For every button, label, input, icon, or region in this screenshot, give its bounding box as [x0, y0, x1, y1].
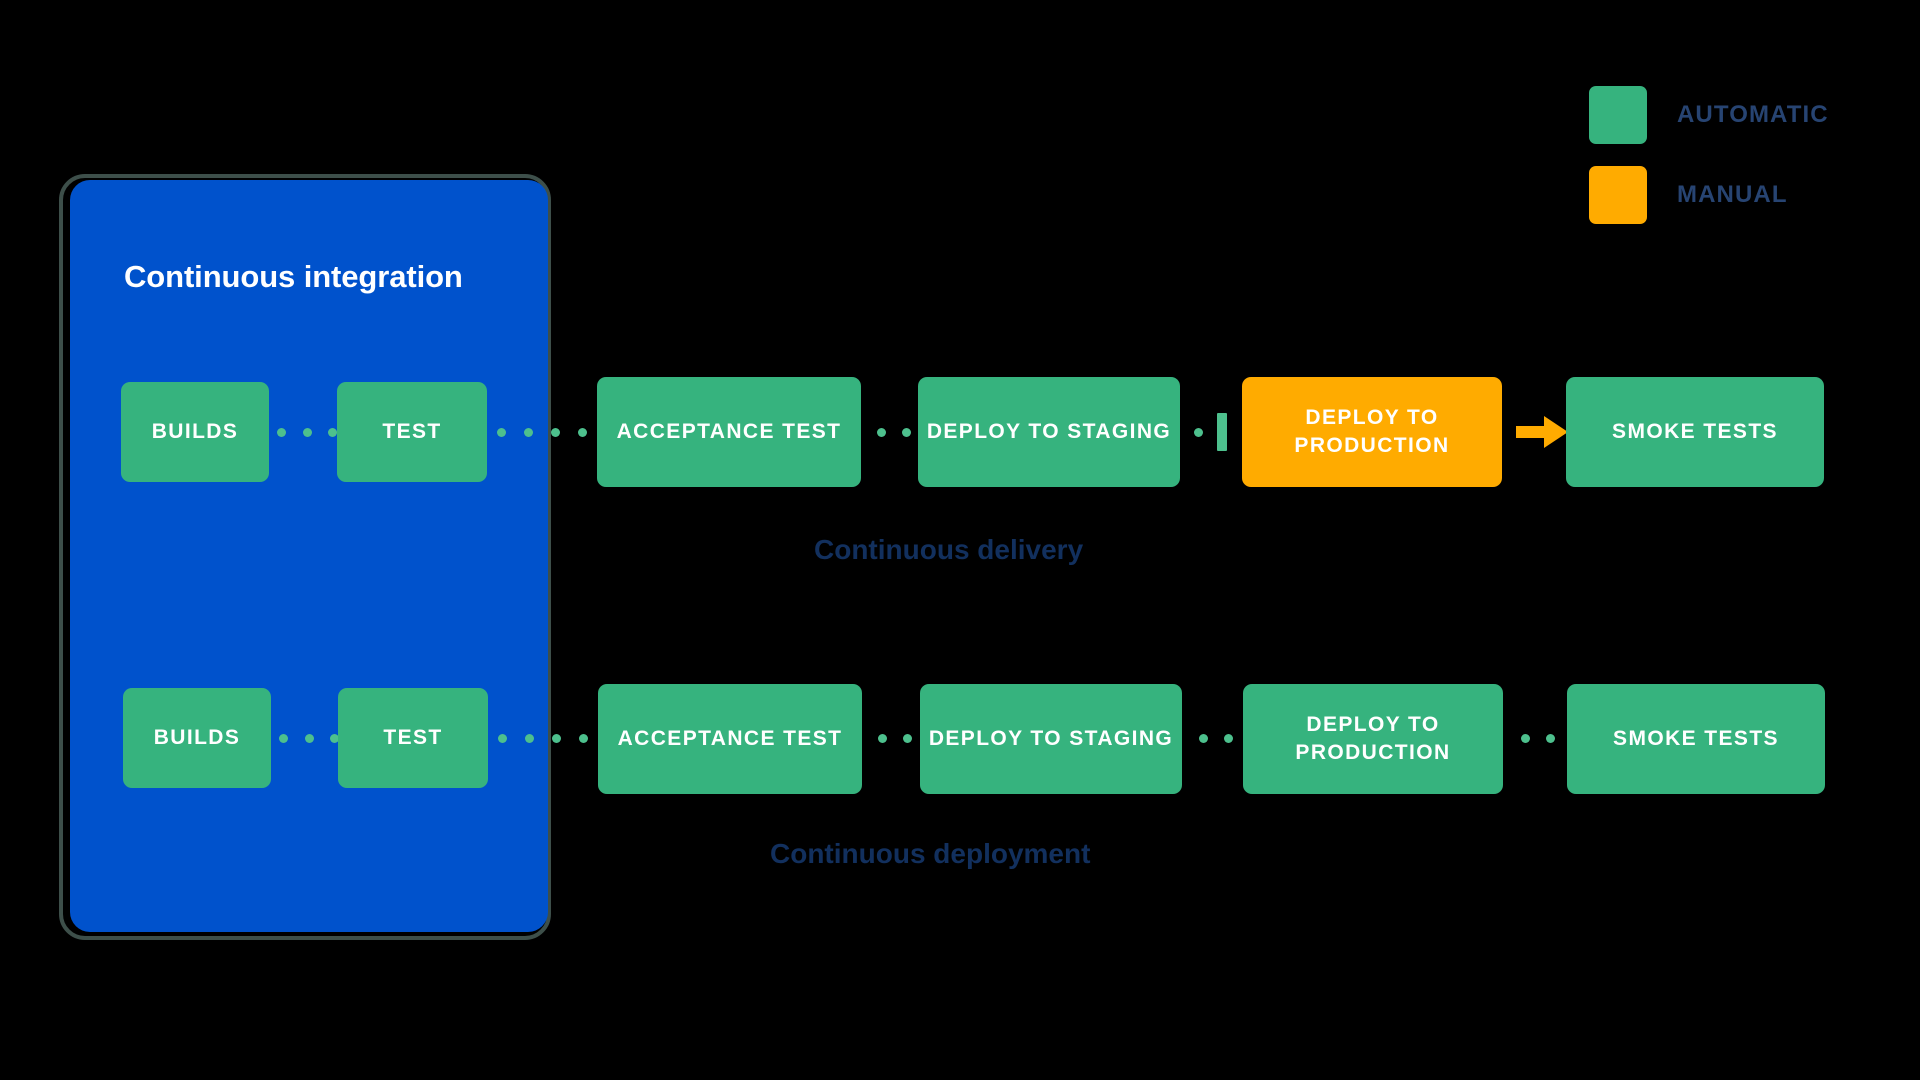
connector-dot: [1223, 733, 1233, 743]
connector-deployment-test-acceptance: [498, 733, 588, 743]
connector-dot: [497, 427, 506, 437]
legend-label-manual: MANUAL: [1677, 181, 1788, 208]
continuous-integration-panel-border: [59, 174, 551, 940]
arrow-right-icon: [1516, 414, 1568, 450]
connector-dot: [304, 733, 314, 743]
stage-delivery-deploy-to-staging[interactable]: DEPLOY TO STAGING: [918, 377, 1180, 487]
continuous-integration-title: Continuous integration: [124, 259, 463, 294]
legend-swatch-automatic: [1589, 86, 1647, 144]
connector-dot: [877, 427, 886, 437]
connector-dot: [279, 733, 288, 743]
legend-item-automatic: AUTOMATIC: [1589, 86, 1909, 144]
continuous-integration-panel: [70, 180, 548, 932]
stage-deployment-test[interactable]: TEST: [338, 688, 488, 788]
connector-deployment-builds-test: [279, 733, 339, 743]
connector-dot: [901, 427, 911, 437]
caption-continuous-delivery: Continuous delivery: [814, 534, 1084, 565]
stage-delivery-builds[interactable]: BUILDS: [121, 382, 269, 482]
connector-dot: [551, 427, 560, 437]
connector-dot: [498, 733, 507, 743]
stage-delivery-acceptance-test[interactable]: ACCEPTANCE TEST: [597, 377, 861, 487]
stage-delivery-test[interactable]: TEST: [337, 382, 487, 482]
connector-dot: [1521, 733, 1530, 743]
connector-dot: [1545, 733, 1555, 743]
stage-delivery-smoke-tests[interactable]: SMOKE TESTS: [1566, 377, 1824, 487]
connector-dot: [552, 733, 561, 743]
legend-label-automatic: AUTOMATIC: [1677, 101, 1829, 128]
connector-dot: [524, 427, 533, 437]
manual-gate-marker: [1194, 413, 1227, 451]
stage-deployment-builds[interactable]: BUILDS: [123, 688, 271, 788]
connector-delivery-builds-test: [277, 427, 337, 437]
connector-dot: [1199, 733, 1208, 743]
stage-deployment-smoke-tests[interactable]: SMOKE TESTS: [1567, 684, 1825, 794]
stage-deployment-deploy-to-staging[interactable]: DEPLOY TO STAGING: [920, 684, 1182, 794]
connector-dot: [878, 733, 887, 743]
caption-continuous-deployment: Continuous deployment: [770, 838, 1091, 869]
connector-dot: [277, 427, 286, 437]
stage-deployment-deploy-to-production[interactable]: DEPLOY TO PRODUCTION: [1243, 684, 1503, 794]
connector-dot: [578, 427, 587, 437]
legend-item-manual: MANUAL: [1589, 166, 1909, 224]
legend: AUTOMATIC MANUAL: [1589, 86, 1909, 246]
stage-delivery-deploy-to-production[interactable]: DEPLOY TO PRODUCTION: [1242, 377, 1502, 487]
connector-dot: [579, 733, 588, 743]
connector-dot: [328, 427, 337, 437]
connector-dot: [525, 733, 534, 743]
connector-delivery-test-acceptance: [497, 427, 587, 437]
connector-dot: [330, 733, 339, 743]
connector-dot: [902, 733, 912, 743]
stage-deployment-acceptance-test[interactable]: ACCEPTANCE TEST: [598, 684, 862, 794]
legend-swatch-manual: [1589, 166, 1647, 224]
gate-bar-icon: [1217, 413, 1227, 451]
connector-dot: [302, 427, 312, 437]
gate-dot-icon: [1194, 427, 1203, 437]
